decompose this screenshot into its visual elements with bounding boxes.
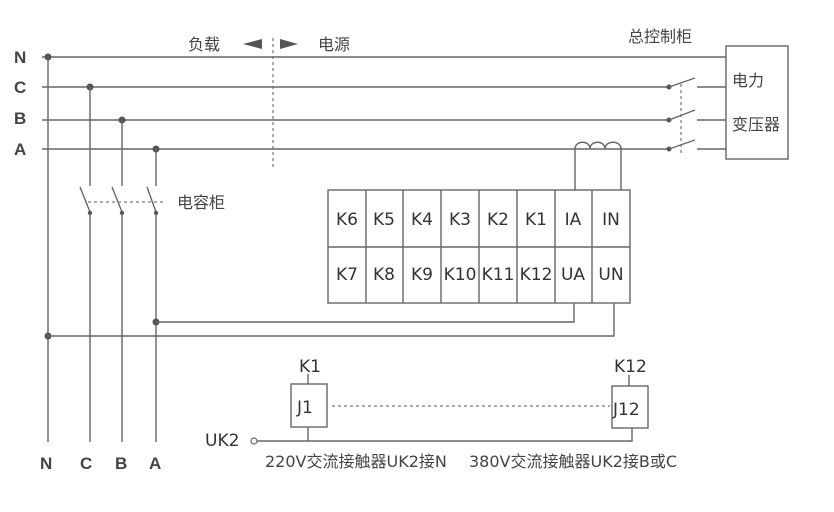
capacitor-cabinet-label: 电容柜 xyxy=(177,193,225,212)
bottom-label-a: A xyxy=(149,454,161,473)
terminal-k5: K5 xyxy=(373,210,395,230)
terminal-block xyxy=(327,189,631,304)
note-220v: 220V交流接触器UK2接N xyxy=(265,452,447,471)
arrow-right-icon xyxy=(280,39,298,49)
ua-wire xyxy=(156,303,575,323)
bus-label-c: C xyxy=(14,78,26,97)
uk2-label: UK2 xyxy=(205,431,239,451)
terminal-k9: K9 xyxy=(411,265,433,285)
terminal-k11: K11 xyxy=(482,265,515,285)
un-wire xyxy=(48,303,615,337)
terminal-in: IN xyxy=(602,210,620,230)
terminal-k6: K6 xyxy=(336,210,358,230)
load-label: 负载 xyxy=(188,35,220,54)
terminal-k2: K2 xyxy=(487,210,509,230)
terminal-k4: K4 xyxy=(411,210,433,230)
arrow-left-icon xyxy=(243,39,262,49)
contactor-k1-label: K1 xyxy=(299,357,321,377)
coil-j1-label: J1 xyxy=(296,398,313,418)
current-transformer-icon xyxy=(574,141,622,190)
terminal-k8: K8 xyxy=(373,265,395,285)
capacitor-switches xyxy=(79,87,165,442)
coil-j1-box xyxy=(290,383,328,428)
uk2-terminal-icon xyxy=(250,437,258,445)
transformer-label-2: 变压器 xyxy=(732,115,780,134)
uk2-common-wire xyxy=(257,428,633,442)
bottom-label-n: N xyxy=(40,454,52,473)
terminal-k3: K3 xyxy=(449,210,471,230)
terminal-un: UN xyxy=(598,265,623,285)
terminal-k1: K1 xyxy=(525,210,547,230)
transformer-label-1: 电力 xyxy=(732,71,764,90)
bus-label-a: A xyxy=(14,140,26,159)
bus-label-n: N xyxy=(14,48,26,67)
contactor-k12-label: K12 xyxy=(614,357,647,377)
terminal-k12: K12 xyxy=(520,265,553,285)
coil-j12-label: J12 xyxy=(612,400,640,420)
main-cabinet-label: 总控制柜 xyxy=(628,27,692,46)
coil-j12-box xyxy=(611,385,649,429)
terminal-k7: K7 xyxy=(336,265,358,285)
main-breaker xyxy=(666,77,726,156)
note-380v: 380V交流接触器UK2接B或C xyxy=(469,452,677,471)
transformer-box xyxy=(725,45,789,160)
terminal-k10: K10 xyxy=(444,265,477,285)
terminal-ua: UA xyxy=(561,265,585,285)
bottom-label-c: C xyxy=(80,454,92,473)
source-label: 电源 xyxy=(318,35,350,54)
terminal-ia: IA xyxy=(565,210,582,230)
bottom-label-b: B xyxy=(115,454,127,473)
bus-label-b: B xyxy=(14,109,26,128)
